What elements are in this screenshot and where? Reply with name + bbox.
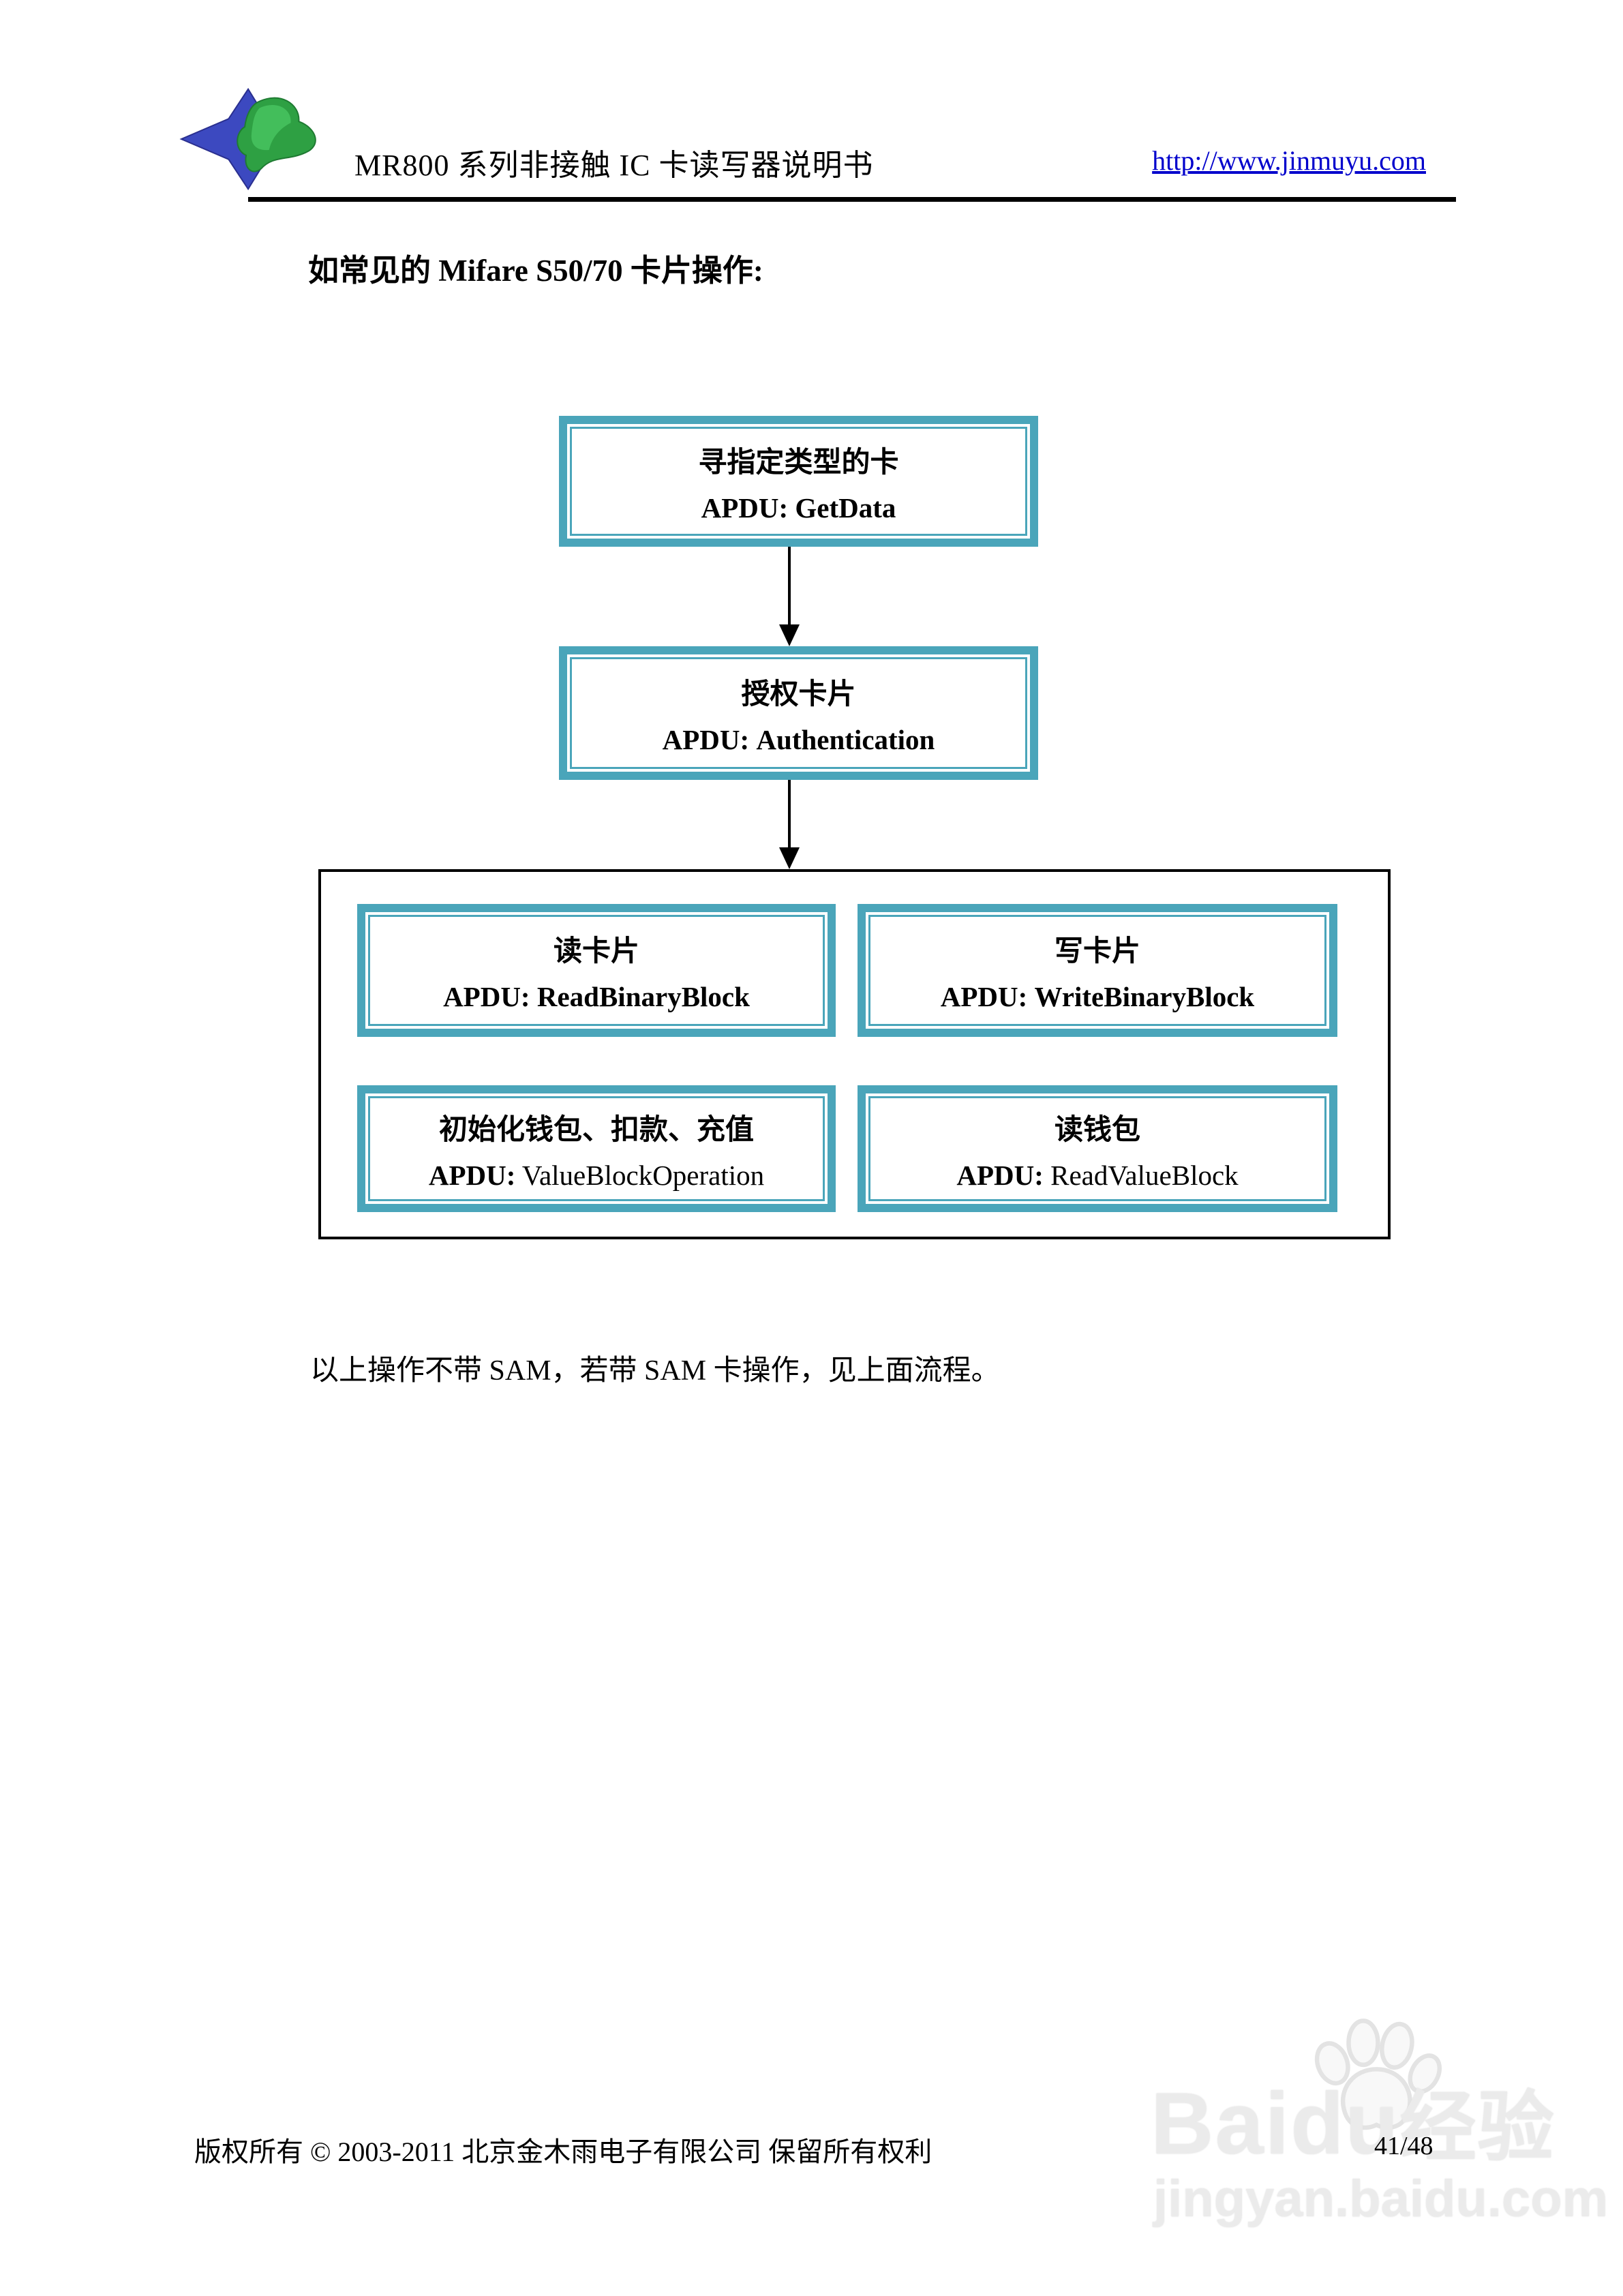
write-apdu-label: APDU: xyxy=(940,981,1028,1012)
write-apdu-value: WriteBinaryBlock xyxy=(1034,981,1255,1012)
write-title: 写卡片 xyxy=(1054,936,1140,967)
value-op-apdu-label: APDU: xyxy=(428,1159,516,1191)
step1-apdu-label: APDU: xyxy=(701,492,789,524)
read-value-apdu-value: ReadValueBlock xyxy=(1050,1159,1239,1191)
document-title: MR800 系列非接触 IC 卡读写器说明书 xyxy=(354,149,874,182)
read-value-apdu-label: APDU: xyxy=(956,1159,1044,1191)
flow-box-write-card: 写卡片 APDU: WriteBinaryBlock xyxy=(858,904,1337,1037)
baidu-watermark-site: jingyan.baidu.com xyxy=(1153,2170,1609,2228)
value-op-apdu-value: ValueBlockOperation xyxy=(521,1159,765,1191)
flow-box-write-card-inner: 写卡片 APDU: WriteBinaryBlock xyxy=(868,915,1326,1026)
read-title: 读卡片 xyxy=(553,936,639,967)
header-divider xyxy=(248,197,1456,202)
step2-apdu-label: APDU: xyxy=(662,723,750,755)
write-apdu: APDU: WriteBinaryBlock xyxy=(941,980,1254,1013)
read-value-apdu: APDU: ReadValueBlock xyxy=(956,1159,1238,1192)
flow-box-value-operation-inner: 初始化钱包、扣款、充值 APDU: ValueBlockOperation xyxy=(368,1096,825,1201)
step1-apdu: APDU: GetData xyxy=(701,492,896,524)
read-apdu-value: ReadBinaryBlock xyxy=(536,981,750,1012)
flow-box-read-card-inner: 读卡片 APDU: ReadBinaryBlock xyxy=(368,915,825,1026)
page-number: 41/48 xyxy=(1374,2132,1434,2160)
baidu-paw-icon xyxy=(1314,2019,1442,2130)
arrow-step1-to-step2-line xyxy=(788,547,791,627)
flow-step-find-card-inner: 寻指定类型的卡 APDU: GetData xyxy=(570,427,1027,536)
flow-box-value-operation: 初始化钱包、扣款、充值 APDU: ValueBlockOperation xyxy=(357,1085,836,1212)
flow-step-find-card: 寻指定类型的卡 APDU: GetData xyxy=(559,416,1038,547)
flow-box-read-card: 读卡片 APDU: ReadBinaryBlock xyxy=(357,904,836,1037)
watermark-chinese: 经验 xyxy=(1399,2085,1556,2170)
step1-title: 寻指定类型的卡 xyxy=(698,447,899,479)
flow-step-authenticate: 授权卡片 APDU: Authentication xyxy=(559,646,1038,780)
step2-apdu: APDU: Authentication xyxy=(663,723,935,756)
value-op-apdu: APDU: ValueBlockOperation xyxy=(429,1159,764,1192)
arrow-step1-to-step2-head xyxy=(779,624,800,646)
flow-box-read-value-inner: 读钱包 APDU: ReadValueBlock xyxy=(868,1096,1326,1201)
read-apdu-label: APDU: xyxy=(443,981,530,1012)
flow-box-read-value: 读钱包 APDU: ReadValueBlock xyxy=(858,1085,1337,1212)
step1-apdu-value: GetData xyxy=(795,492,896,524)
read-value-title: 读钱包 xyxy=(1054,1114,1140,1146)
baidu-watermark-brand: Baidu经验 xyxy=(1151,2066,1556,2176)
read-apdu: APDU: ReadBinaryBlock xyxy=(443,980,750,1013)
step2-title: 授权卡片 xyxy=(741,678,856,710)
sam-note: 以上操作不带 SAM，若带 SAM 卡操作，见上面流程。 xyxy=(310,1355,1000,1387)
watermark-latin: Baidu xyxy=(1151,2075,1400,2173)
arrow-step2-to-grid-head xyxy=(779,847,800,869)
footer-copyright: 版权所有 © 2003-2011 北京金木雨电子有限公司 保留所有权利 xyxy=(194,2136,932,2167)
value-op-title: 初始化钱包、扣款、充值 xyxy=(438,1114,754,1146)
step2-apdu-value: Authentication xyxy=(756,723,935,755)
flow-step-authenticate-inner: 授权卡片 APDU: Authentication xyxy=(570,657,1027,769)
intro-heading: 如常见的 Mifare S50/70 卡片操作: xyxy=(308,254,763,288)
jinmuyu-logo xyxy=(179,87,316,191)
arrow-step2-to-grid-line xyxy=(788,780,791,849)
company-url-link[interactable]: http://www.jinmuyu.com xyxy=(1152,145,1426,176)
